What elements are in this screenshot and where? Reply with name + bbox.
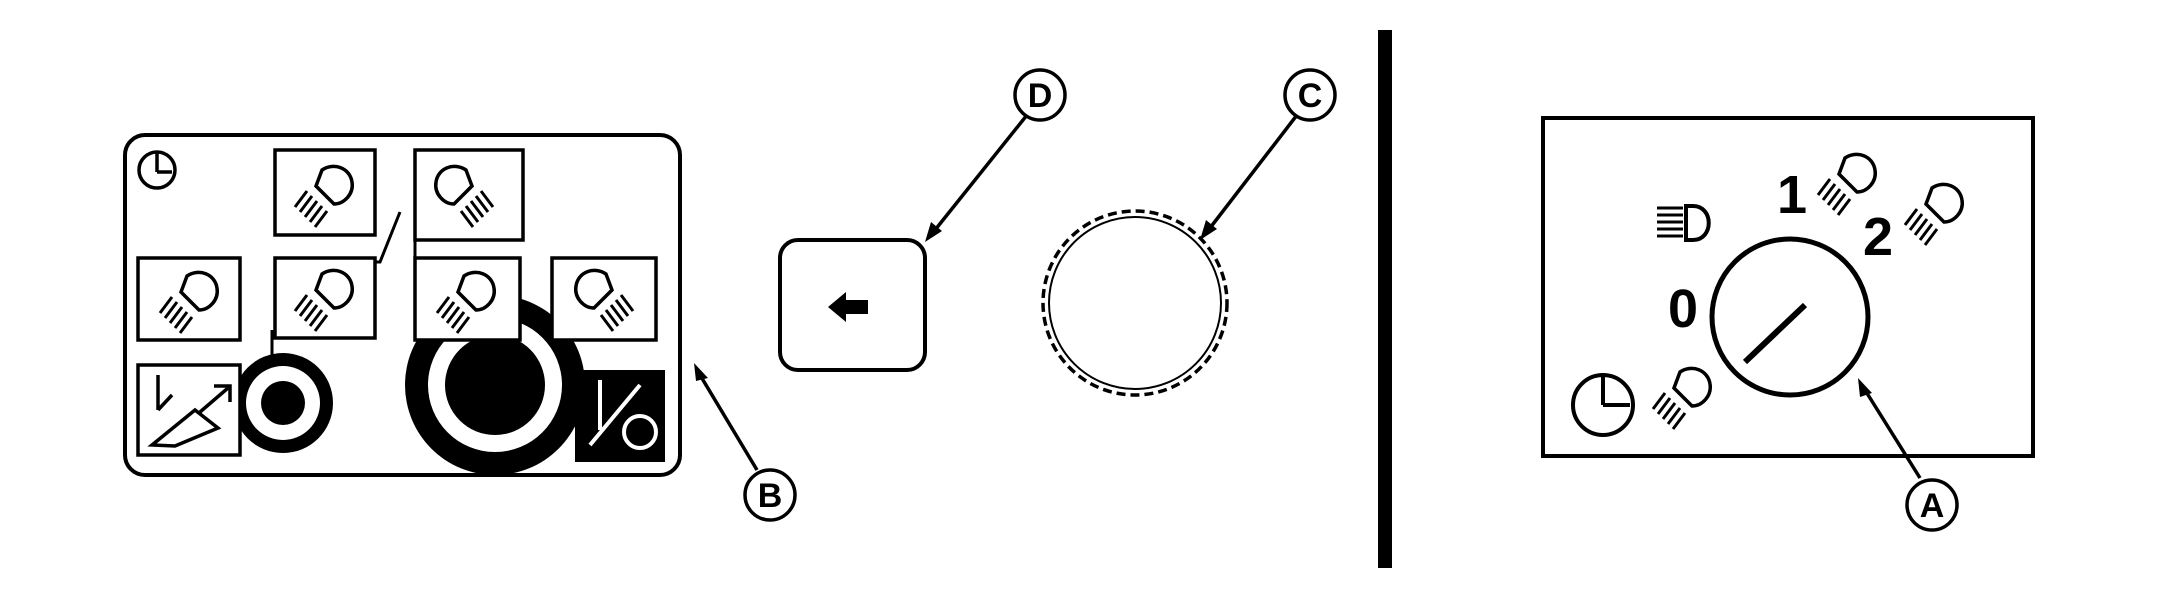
headlight-icon [1816,152,1878,217]
light-switch-panel-frame [1541,116,2035,458]
callout-a-label: A [1920,487,1945,525]
position-0-label: 0 [1668,279,1698,339]
shovel-button[interactable] [136,363,242,457]
callout-c-leader [1208,113,1299,230]
callout-b: B [743,468,797,522]
callout-d-label: D [1028,77,1053,115]
on-off-switch-button[interactable] [575,370,665,462]
rotary-knob-small[interactable] [233,353,333,453]
callout-d-arrowhead [925,222,942,242]
callout-a-arrowhead [1858,378,1872,397]
switch-panel-b: B [123,133,797,522]
callout-a-leader [1863,389,1922,479]
position-2-label: 2 [1863,207,1893,267]
light-rotary-switch[interactable] [1709,236,1871,398]
clock-icon [1571,373,1635,437]
callout-b-leader [698,374,759,471]
light-switch-panel-a: 0 1 2 A [1541,116,2035,532]
on-off-switch-icon [588,380,658,450]
work-light-button-mid-3[interactable] [413,256,522,342]
shovel-icon [147,375,232,448]
rotary-switch-pointer [1742,302,1808,365]
work-light-button-mid-4[interactable] [550,256,658,342]
callout-c-label: C [1298,77,1323,115]
callout-c: C [1283,68,1337,122]
work-light-button-mid-1[interactable] [136,256,242,342]
arrow-button-frame [778,238,927,372]
clock-icon [137,150,177,190]
switch-panel-frame [123,133,682,477]
callout-b-label: B [758,477,783,515]
arrow-button-d[interactable] [778,238,927,372]
callout-c-arrowhead [1200,220,1217,240]
callout-b-arrowhead [694,363,708,381]
knurled-knob-c[interactable] [1041,209,1229,397]
position-1-label: 1 [1777,165,1807,225]
work-light-button-mid-2[interactable] [273,256,377,340]
parking-light-icon [1657,204,1711,242]
headlight-icon [1651,366,1713,431]
callout-d-leader [933,113,1029,232]
divider [1378,30,1392,568]
headlight-icon [1903,182,1965,247]
callout-a: A [1905,478,1959,532]
callout-d: D [1013,68,1067,122]
work-light-button-top-2[interactable] [413,148,525,242]
arrow-left-icon [828,292,868,322]
work-light-button-top-1[interactable] [273,148,377,237]
